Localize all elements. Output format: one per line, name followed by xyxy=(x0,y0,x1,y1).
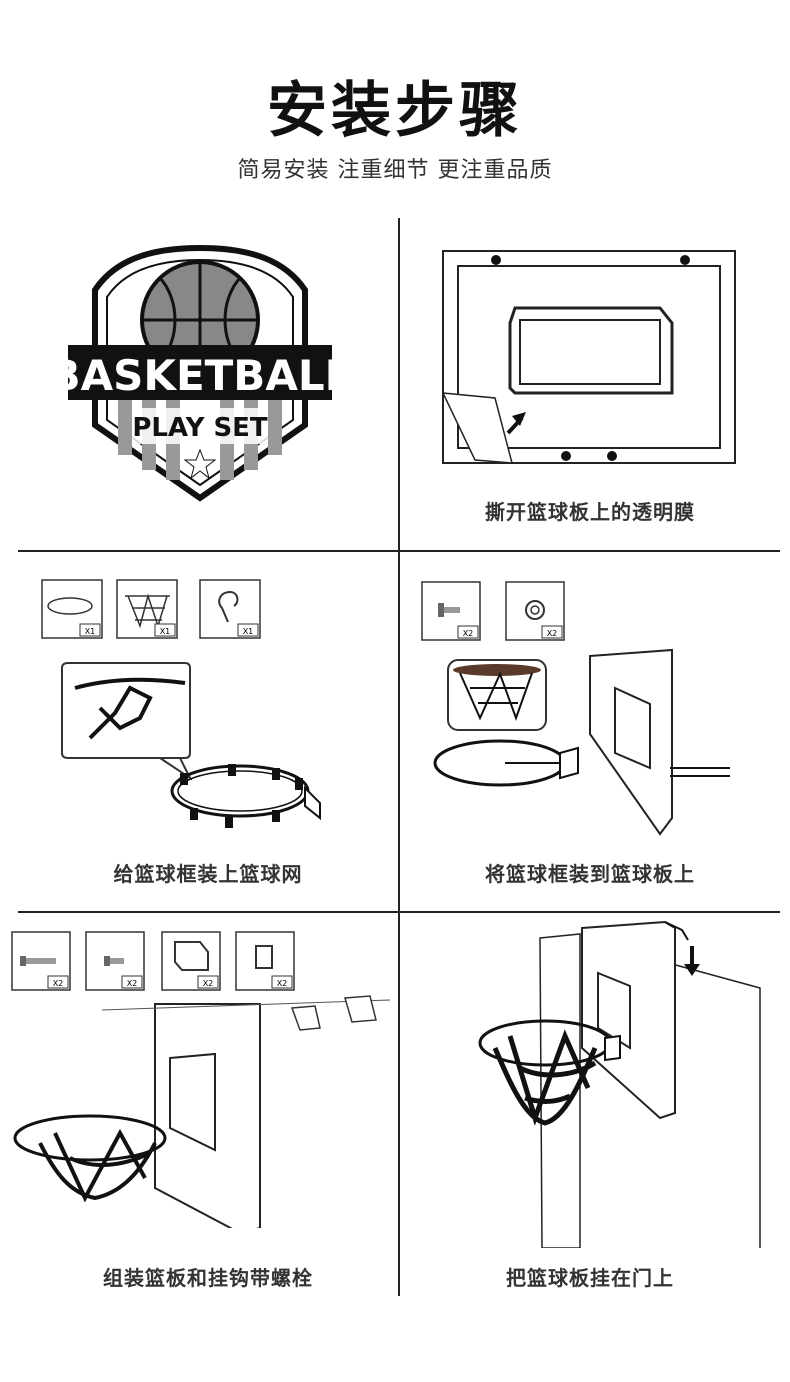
svg-text:X1: X1 xyxy=(85,627,96,636)
page-title: 安装步骤 xyxy=(267,76,523,146)
part-hook: X1 xyxy=(199,579,261,639)
step-5-caption: 把篮球板挂在门上 xyxy=(506,1266,674,1290)
step-2-caption: 给篮球框装上篮球网 xyxy=(113,862,303,886)
svg-text:X2: X2 xyxy=(547,629,558,638)
part-spacer: X2 xyxy=(235,931,295,991)
svg-text:X1: X1 xyxy=(243,627,254,636)
step-3-caption: 将篮球框装到篮球板上 xyxy=(485,862,695,886)
svg-text:X1: X1 xyxy=(160,627,171,636)
rim-net-diagram: X1 X1 X1 xyxy=(41,579,321,828)
part-short-bolt: X2 xyxy=(85,931,145,991)
part-long-bolt: X2 xyxy=(11,931,71,991)
svg-text:X2: X2 xyxy=(463,629,474,638)
star-icon xyxy=(183,448,217,480)
page-subtitle: 简易安装 注重细节 更注重品质 xyxy=(237,158,553,183)
svg-text:X2: X2 xyxy=(277,979,288,988)
part-net: X1 xyxy=(116,579,178,639)
logo-line2: PLAY SET xyxy=(132,413,268,443)
step-1-caption: 撕开篮球板上的透明膜 xyxy=(485,500,695,524)
part-nut: X2 xyxy=(505,581,565,641)
part-bracket: X2 xyxy=(161,931,221,991)
part-rope: X1 xyxy=(41,579,103,639)
board-hooks-diagram: X2 X2 X2 X2 xyxy=(11,931,391,1228)
step-4-caption: 组装篮板和挂钩带螺栓 xyxy=(103,1266,313,1290)
basketball-logo: BASKETBALL PLAY SET xyxy=(60,244,340,502)
svg-text:X2: X2 xyxy=(203,979,214,988)
part-screw: X2 xyxy=(421,581,481,641)
svg-text:X2: X2 xyxy=(53,979,64,988)
backboard-film-diagram xyxy=(441,250,736,464)
svg-text:X2: X2 xyxy=(127,979,138,988)
logo-line1: BASKETBALL xyxy=(60,351,340,400)
rim-to-board-diagram: X2 X2 xyxy=(421,581,730,836)
hang-on-door-diagram xyxy=(478,920,761,1248)
